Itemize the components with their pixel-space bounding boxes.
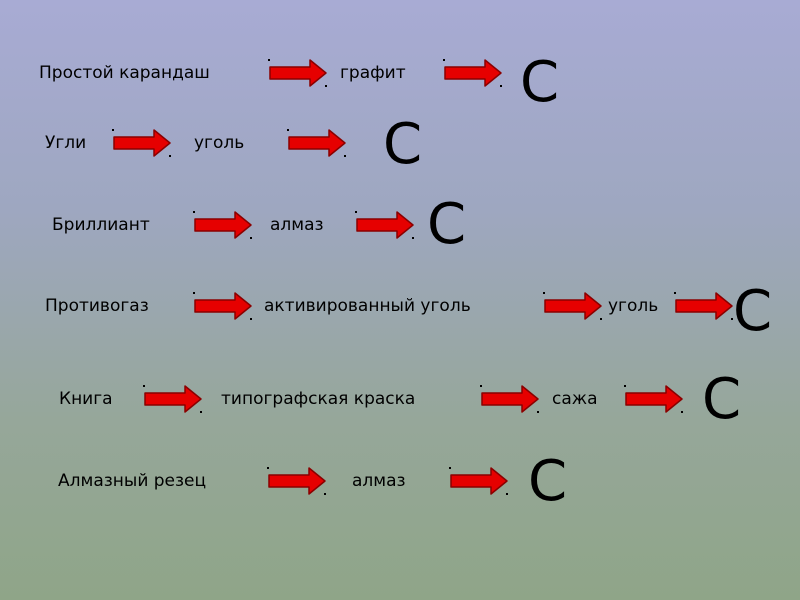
source-label: Бриллиант (52, 215, 150, 235)
element-symbol: C (702, 367, 742, 432)
element-symbol: C (528, 449, 568, 514)
right-arrow-icon (112, 129, 172, 157)
right-arrow-icon (543, 292, 603, 320)
step-label: активированный уголь (264, 296, 471, 316)
source-label: Простой карандаш (39, 63, 210, 83)
step-label: алмаз (352, 471, 406, 491)
step-label: сажа (552, 389, 598, 409)
step-label: алмаз (270, 215, 324, 235)
right-arrow-icon (287, 129, 347, 157)
right-arrow-icon (268, 59, 328, 87)
step-label: уголь (608, 296, 659, 316)
source-label: Угли (45, 133, 87, 153)
element-symbol: C (427, 192, 467, 257)
right-arrow-icon (624, 385, 684, 413)
right-arrow-icon (143, 385, 203, 413)
right-arrow-icon (674, 292, 734, 320)
right-arrow-icon (193, 211, 253, 239)
element-symbol: C (383, 112, 423, 177)
source-label: Книга (59, 389, 113, 409)
right-arrow-icon (267, 467, 327, 495)
right-arrow-icon (355, 211, 415, 239)
step-label: уголь (194, 133, 245, 153)
right-arrow-icon (443, 59, 503, 87)
step-label: типографская краска (221, 389, 416, 409)
right-arrow-icon (480, 385, 540, 413)
step-label: графит (340, 63, 406, 83)
element-symbol: C (520, 50, 560, 115)
source-label: Алмазный резец (58, 471, 207, 491)
element-symbol: C (733, 279, 773, 344)
right-arrow-icon (193, 292, 253, 320)
source-label: Противогаз (45, 296, 149, 316)
right-arrow-icon (449, 467, 509, 495)
